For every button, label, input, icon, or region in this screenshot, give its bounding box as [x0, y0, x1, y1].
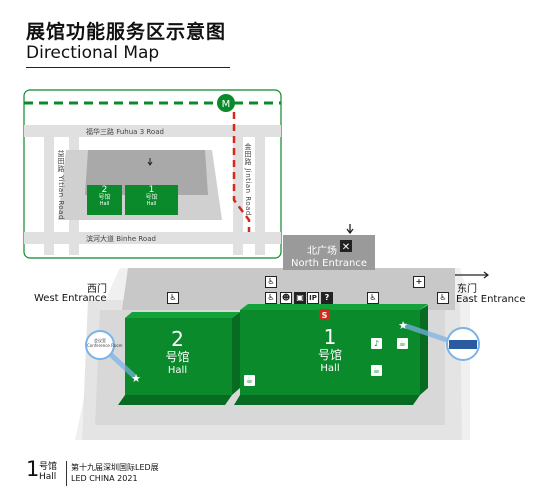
- footer-hall-label: 号馆 Hall: [39, 462, 58, 482]
- footer-event-en: LED CHINA 2021: [71, 474, 138, 483]
- north-entrance-block: [283, 235, 375, 270]
- coffee-icon: ☕: [243, 374, 256, 387]
- toilet-icon: ♿: [167, 292, 179, 304]
- svg-text:★: ★: [398, 319, 408, 332]
- page-subtitle: Directional Map: [26, 43, 160, 63]
- ip-icon: IP: [307, 292, 319, 304]
- inset-hall-2-label: 2 号馆 Hall: [98, 185, 111, 208]
- coffee-icon: ☕: [370, 364, 383, 377]
- metro-icon: [217, 94, 235, 112]
- road-fuhua: 福华三路 Fuhua 3 Road: [86, 128, 164, 136]
- hall-1-label: 1 号馆 Hall: [317, 325, 342, 374]
- hall-2-block: [125, 318, 232, 395]
- luggage-icon: ▣: [294, 292, 306, 304]
- coffee-icon: ☕: [396, 337, 409, 350]
- toilet-icon: ♿: [265, 276, 277, 288]
- footer-event-cn: 第十九届深圳国际LED展: [71, 463, 159, 472]
- west-entrance-en: West Entrance: [34, 293, 107, 304]
- s-marker: [319, 309, 330, 320]
- inset-hall-2: [87, 185, 122, 215]
- toilet-icon: ♿: [437, 292, 449, 304]
- inset-hall-1: [125, 185, 178, 215]
- inset-hall-1-label: 1 号馆 Hall: [145, 185, 158, 208]
- help-icon: ?: [321, 292, 333, 304]
- no-entry-icon: [340, 240, 352, 252]
- toilet-icon: ♿: [265, 292, 277, 304]
- svg-text:S: S: [322, 311, 328, 320]
- east-entrance-en: East Entrance: [456, 294, 526, 305]
- north-arrow: [346, 224, 354, 235]
- first-aid-icon: +: [413, 276, 425, 288]
- road-jintian: 金田路 Jintian Road: [244, 143, 252, 216]
- page-title: 展馆功能服务区示意图: [26, 21, 227, 43]
- svg-text:✕: ✕: [342, 242, 350, 253]
- east-entrance-cn: 东门: [457, 284, 477, 295]
- east-arrow: [455, 271, 489, 279]
- road-binhe: 滨河大道 Binhe Road: [86, 235, 156, 243]
- footer-divider: [66, 461, 67, 486]
- svg-text:M: M: [222, 99, 231, 110]
- metro-line-red: [232, 112, 251, 232]
- title-divider: [26, 67, 230, 68]
- people-icon: ☻: [280, 292, 292, 304]
- north-entrance-label: 北广场 North Entrance: [291, 246, 367, 270]
- west-entrance-cn: 西门: [87, 284, 107, 295]
- mic-icon: ♪: [370, 337, 383, 350]
- hall-2-label: 2 号馆 Hall: [165, 327, 190, 376]
- road-yitian: 益田路 Yitian Road: [57, 150, 65, 220]
- footer-hall-number: 1: [26, 457, 40, 481]
- toilet-icon: ♿: [367, 292, 379, 304]
- conference-pin-left: [85, 330, 115, 360]
- svg-text:★: ★: [131, 372, 141, 385]
